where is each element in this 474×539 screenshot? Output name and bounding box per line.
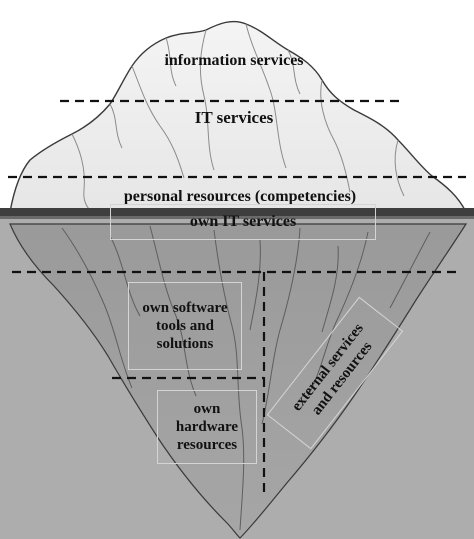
label-personal-resources: personal resources (competencies) <box>123 188 357 205</box>
iceberg-top <box>9 20 468 213</box>
box-own-hardware-resources: own hardware resources <box>157 390 257 464</box>
label-information-services: information services <box>164 52 304 69</box>
label-it-services: IT services <box>194 108 274 127</box>
ice-texture-bottom <box>61 225 431 531</box>
ice-texture-top <box>71 23 405 211</box>
box-own-it-services: own IT services <box>110 204 376 240</box>
box-own-software-tools: own software tools and solutions <box>128 282 242 370</box>
waterline-band <box>0 208 474 217</box>
layer-separators <box>8 99 466 492</box>
